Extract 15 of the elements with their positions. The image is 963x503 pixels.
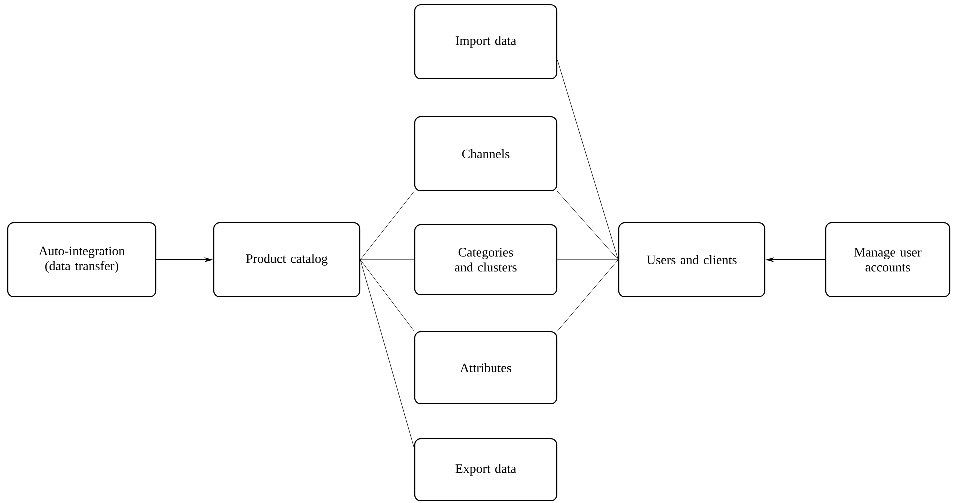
connector-line (360, 260, 415, 332)
process-box: Export data (414, 438, 558, 502)
process-box: Users and clients (618, 222, 766, 298)
process-box: Channels (414, 116, 558, 192)
connector-line (557, 60, 619, 260)
process-box: Import data (414, 4, 558, 80)
connector-line (557, 260, 619, 332)
connector-line (360, 260, 415, 449)
process-box: Auto-integration (data transfer) (7, 222, 157, 298)
process-box: Categories and clusters (414, 224, 558, 296)
process-box: Attributes (414, 331, 558, 405)
process-box: Product catalog (213, 222, 361, 298)
connector-line (557, 191, 619, 260)
connector-line (360, 191, 415, 260)
process-box: Manage user accounts (825, 222, 951, 298)
